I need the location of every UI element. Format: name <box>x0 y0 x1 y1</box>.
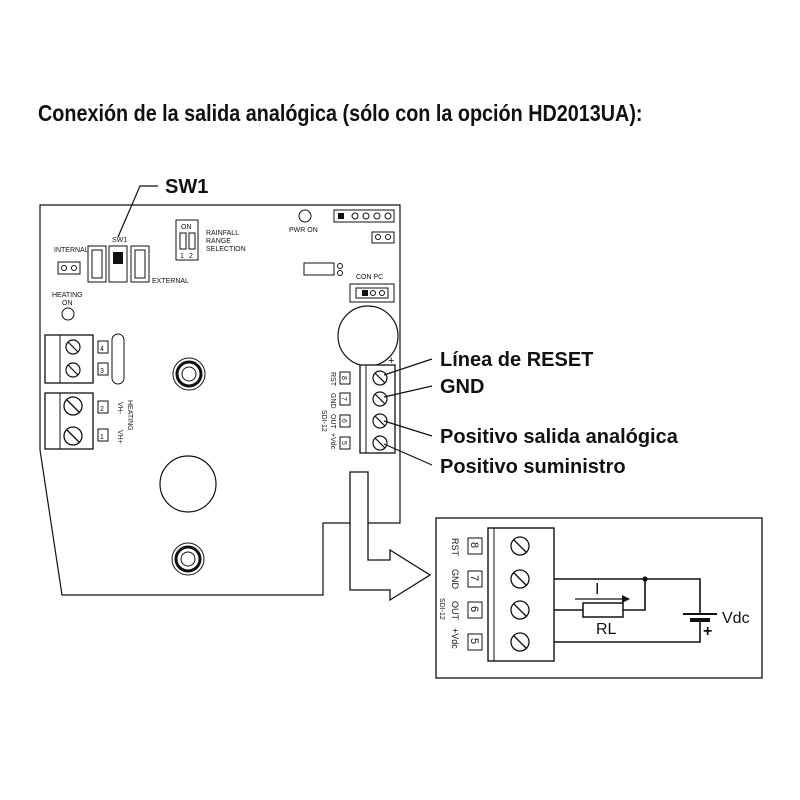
dip-2-label: 2 <box>189 253 193 260</box>
board-plus-sign: + <box>388 355 394 367</box>
rainfall-label: RAINFALL <box>206 230 239 237</box>
board-t7-num: 7 <box>340 397 347 401</box>
terminal-4-box <box>97 340 109 354</box>
vh-minus-label: VH- <box>116 402 123 415</box>
board-out-label: OUT <box>329 414 336 430</box>
gnd-leader-line <box>383 385 433 398</box>
heating-on-label: ON <box>62 300 73 307</box>
small-header-connector <box>371 231 395 244</box>
load-resistor <box>582 602 624 618</box>
detail-rst-label: RST <box>450 538 460 557</box>
board-terminal-numbers <box>339 371 351 450</box>
detail-out-label: OUT <box>450 601 460 621</box>
board-sdi12-label: SDI-12 <box>320 410 327 432</box>
terminal-1-box <box>97 428 109 442</box>
terminal-2-box <box>97 400 109 414</box>
detail-t7-num: 7 <box>468 575 480 581</box>
supply-callout: Positivo suministro <box>440 456 626 478</box>
detail-vdc-label: +Vdc <box>450 628 460 649</box>
range-label: RANGE <box>206 238 231 245</box>
detail-gnd-label: GND <box>450 569 460 590</box>
analog-out-callout: Positivo salida analógica <box>440 426 679 448</box>
sw1-switch <box>87 245 150 283</box>
board-large-hole <box>159 455 217 513</box>
vh-plus-label: VH+ <box>116 430 123 444</box>
dip-on-label: ON <box>181 224 192 231</box>
heating-side-label: HEATING <box>126 400 133 431</box>
internal-label: INTERNAL <box>54 247 89 254</box>
heating-led <box>61 307 75 321</box>
selection-label: SELECTION <box>206 246 246 253</box>
terminal-2-label: 2 <box>100 406 104 413</box>
board-t8-num: 8 <box>340 376 347 380</box>
detail-t6-num: 6 <box>468 606 480 612</box>
reset-leader-line <box>383 358 433 376</box>
dip-slot-1 <box>179 232 187 250</box>
current-arrow <box>575 595 630 603</box>
pwr-on-label: PWR ON <box>289 227 318 234</box>
board-terminal-block <box>359 364 396 454</box>
detail-terminal-block <box>487 527 555 662</box>
detail-t5-num: 5 <box>468 638 480 644</box>
mounting-hole-lower <box>171 542 205 576</box>
internal-jumper <box>57 261 81 275</box>
board-gnd-label: GND <box>329 393 336 409</box>
pwr-led <box>298 209 312 223</box>
terminal-3-label: 3 <box>100 368 104 375</box>
supply-leader-line <box>383 443 433 466</box>
heating-wire-loop <box>111 333 125 385</box>
con-pc-label: CON PC <box>356 274 383 281</box>
board-vdc-label: +Vdc <box>329 433 336 450</box>
detail-circuit-wiring <box>554 578 701 643</box>
left-terminal-block-upper <box>44 334 94 384</box>
analog-leader-line <box>383 420 433 437</box>
heating-label: HEATING <box>52 292 83 299</box>
board-t6-num: 6 <box>340 419 347 423</box>
con-pc-connector <box>349 283 395 303</box>
sw1-leader-line <box>117 185 158 238</box>
dip-1-label: 1 <box>180 253 184 260</box>
zoom-arrow <box>349 471 432 602</box>
top-header-connector <box>333 209 395 223</box>
dip-switch <box>175 219 199 261</box>
sw1-callout: SW1 <box>165 176 208 198</box>
board-t5-num: 5 <box>340 441 347 445</box>
terminal-4-label: 4 <box>100 346 104 353</box>
board-rst-label: RST <box>329 372 336 387</box>
terminal-1-label: 1 <box>100 434 104 441</box>
external-label: EXTERNAL <box>152 278 189 285</box>
reset-callout: Línea de RESET <box>440 349 593 371</box>
page-title: Conexión de la salida analógica (sólo co… <box>38 100 643 126</box>
battery-plus-label: + <box>703 623 712 640</box>
junction-dot <box>642 576 648 582</box>
detail-sdi12-label: SDI-12 <box>438 598 445 620</box>
detail-box <box>435 517 763 679</box>
board-component <box>303 262 343 276</box>
resistor-label: RL <box>596 621 617 638</box>
circuit-board <box>39 204 401 596</box>
voltage-label: Vdc <box>722 610 750 627</box>
sw1-board-label: SW1 <box>112 237 127 244</box>
terminal-3-box <box>97 362 109 376</box>
battery-symbol <box>683 613 717 622</box>
mounting-hole-upper <box>172 357 206 391</box>
current-label: I <box>595 581 599 598</box>
dip-slot-2 <box>188 232 196 250</box>
gnd-callout: GND <box>440 376 484 398</box>
detail-terminal-numbers <box>467 537 483 651</box>
left-terminal-block-lower <box>44 392 94 450</box>
detail-t8-num: 8 <box>468 542 480 548</box>
